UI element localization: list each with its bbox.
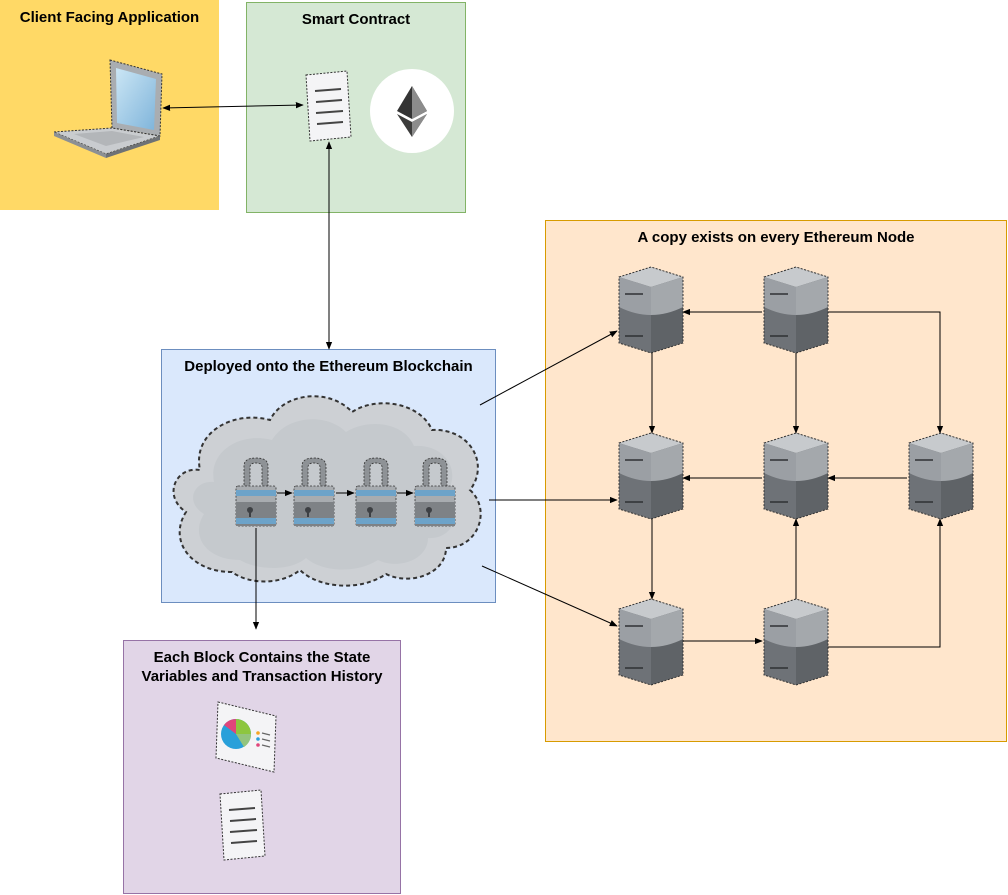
node-r3c2-to-r2c3-arrow bbox=[828, 518, 944, 648]
block-contents-title-line2: Variables and Transaction History bbox=[141, 668, 383, 685]
node-r1c2-to-r2c3-arrow bbox=[828, 311, 944, 434]
pie-chart-report-icon bbox=[215, 701, 277, 773]
server-icon-node-r2c3 bbox=[908, 432, 974, 520]
smart-contract-box-title: Smart Contract bbox=[301, 11, 411, 28]
blockchain-box-title: Deployed onto the Ethereum Blockchain bbox=[184, 358, 473, 375]
block-contents-title-line1: Each Block Contains the State bbox=[153, 649, 371, 666]
ethereum-logo-icon bbox=[370, 69, 454, 153]
server-icon-node-r1c1 bbox=[618, 266, 684, 354]
blockchain-to-node-top-arrow bbox=[479, 330, 618, 406]
contract-document-icon bbox=[305, 70, 352, 142]
laptop-icon bbox=[53, 59, 163, 158]
server-icon-node-r3c2 bbox=[763, 598, 829, 686]
server-icon-node-r1c2 bbox=[763, 266, 829, 354]
server-icon-node-r2c2 bbox=[763, 432, 829, 520]
ethereum-nodes-box-title: A copy exists on every Ethereum Node bbox=[637, 229, 915, 246]
server-icon-node-r2c1 bbox=[618, 432, 684, 520]
server-icon-node-r3c1 bbox=[618, 598, 684, 686]
client-box-title: Client Facing Application bbox=[19, 9, 200, 26]
transaction-document-icon bbox=[219, 789, 266, 861]
laptop-contract-arrow bbox=[162, 101, 304, 112]
blockchain-to-node-bottom-arrow bbox=[481, 565, 618, 627]
block-contents-box: Each Block Contains the State Variables … bbox=[123, 640, 401, 894]
